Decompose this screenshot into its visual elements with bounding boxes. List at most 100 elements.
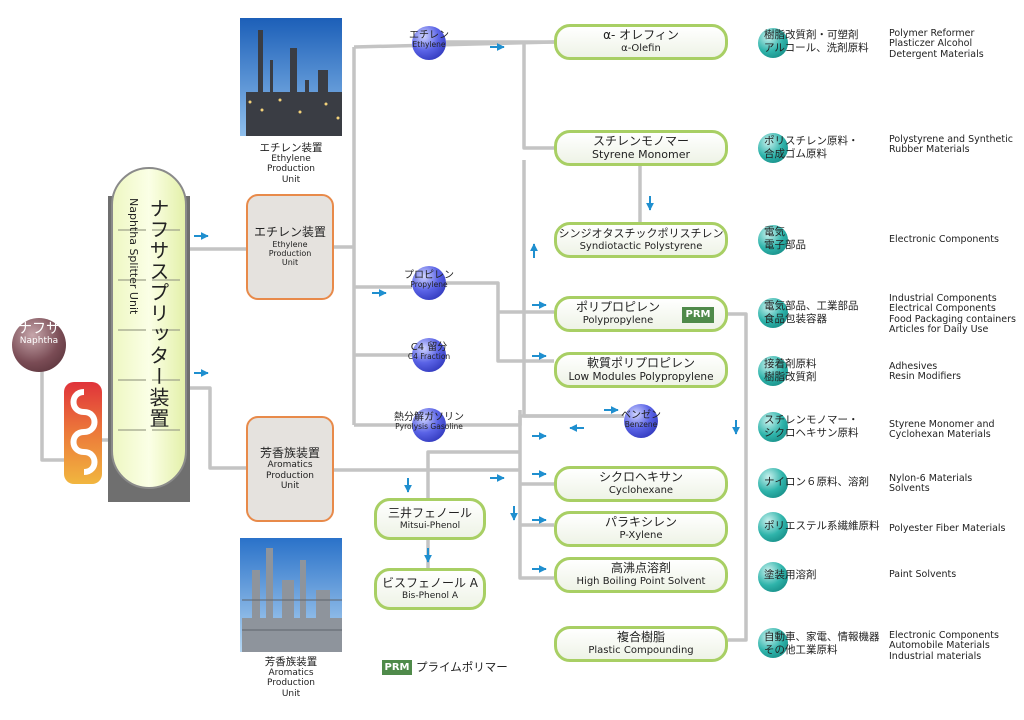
use-marker [758, 28, 788, 58]
product-sps: シンジオタスチックポリスチレン Syndiotactic Polystyrene [554, 222, 728, 258]
pxylene-en: P-Xylene [619, 530, 663, 542]
photo-caption-ethylene-en2: Production [267, 164, 315, 175]
pp-en: Polypropylene [582, 315, 654, 327]
splitter-jp: ナフサスプリッター装置 [146, 198, 170, 429]
c4-label: C4 留分 C4 Fraction [396, 342, 462, 361]
pyrolysis-en: Pyrolysis Gasoline [395, 422, 463, 431]
photo-caption-ethylene: エチレン装置 Ethylene Production Unit [240, 142, 342, 185]
product-styrene: スチレンモノマー Styrene Monomer [554, 130, 728, 166]
use-jp-1: 樹脂改質剤・可塑剤 アルコール、洗剤原料 [764, 29, 869, 55]
use-jp-3: 電気 電子部品 [764, 226, 806, 252]
product-polypropylene: ポリプロピレン Polypropylene [554, 296, 728, 332]
ethylene-unit-en1: Ethylene [272, 240, 308, 250]
product-lmpp: 軟質ポリプロピレン Low Modules Polypropylene [554, 352, 728, 388]
use-jp-4: 電気部品、工業部品 食品包装容器 [764, 300, 859, 326]
use-marker [758, 468, 788, 498]
use-en-9: Paint Solvents [889, 569, 957, 580]
naphtha-ball [12, 318, 66, 372]
use-en-10: Electronic Components Automobile Materia… [889, 630, 999, 662]
use-jp-7: ナイロン６原料、溶剤 [764, 476, 869, 488]
pxylene-jp: パラキシレン [604, 515, 677, 530]
propylene-en: Propylene [410, 280, 448, 289]
aromatics-unit: 芳香族装置 Aromatics Production Unit [246, 416, 334, 522]
product-compounding: 複合樹脂 Plastic Compounding [554, 626, 728, 662]
cyclohexane-jp: シクロヘキサン [598, 470, 683, 485]
splitter-en: Naphtha Splitter Unit [127, 198, 140, 315]
ethylene-ball [412, 26, 446, 60]
use-en-5: Adhesives Resin Modifiers [889, 361, 962, 383]
ethylene-jp: エチレン [409, 30, 449, 41]
use-jp-9: 塗装用溶剤 [764, 569, 817, 581]
ethylene-unit-en3: Unit [281, 258, 299, 268]
use-en-4: Industrial Components Electrical Compone… [889, 293, 1017, 336]
photo-caption-aromatics-jp: 芳香族装置 [264, 656, 318, 668]
hbs-jp: 高沸点溶剤 [610, 561, 671, 576]
naphtha-en: Naphtha [19, 336, 59, 347]
phenol-jp: 三井フェノール [387, 505, 472, 520]
lmpp-jp: 軟質ポリプロピレン [586, 356, 695, 371]
prm-legend-text: プライムポリマー [416, 660, 508, 674]
use-en-7: Nylon-6 Materials Solvents [889, 473, 973, 495]
ethylene-label: エチレン Ethylene [396, 30, 462, 49]
use-en-3: Electronic Components [889, 234, 999, 245]
naphtha-jp: ナフサ [18, 321, 60, 337]
hbs-en: High Boiling Point Solvent [576, 576, 706, 588]
prm-badge: PRM [682, 307, 714, 323]
pipe-lines [40, 40, 748, 642]
use-marker [758, 298, 788, 328]
phenol-en: Mitsui-Phenol [399, 520, 461, 531]
use-jp-10: 自動車、家電、情報機器 その他工業原料 [764, 631, 880, 657]
use-jp-2: ポリスチレン原料・ 合成ゴム原料 [764, 135, 859, 161]
sps-en: Syndiotactic Polystyrene [579, 240, 703, 252]
benzene-label: ベンゼン Benzene [608, 410, 674, 429]
photo-caption-ethylene-jp: エチレン装置 [259, 142, 323, 154]
use-jp-8: ポリエステル系繊維原料 [764, 520, 880, 532]
product-hbs: 高沸点溶剤 High Boiling Point Solvent [554, 557, 728, 593]
aromatics-unit-jp: 芳香族装置 [259, 445, 320, 460]
heater-coil [64, 382, 102, 484]
olefin-jp: α- オレフィン [603, 28, 679, 43]
photo-caption-aromatics-en3: Unit [281, 688, 301, 699]
use-marker [758, 628, 788, 658]
product-bpa: ビスフェノール A Bis-Phenol A [374, 568, 486, 610]
prm-legend-badge: PRM [382, 660, 412, 675]
c4-ball [412, 338, 446, 372]
use-marker [758, 512, 788, 542]
pyrolysis-jp: 熱分解ガソリン [394, 412, 464, 423]
use-jp-5: 接着剤原料 樹脂改質剤 [764, 358, 817, 384]
benzene-jp: ベンゼン [621, 410, 661, 421]
c4-en: C4 Fraction [407, 352, 451, 361]
photo-caption-aromatics-en1: Aromatics [268, 668, 314, 679]
cyclohexane-en: Cyclohexane [608, 485, 674, 497]
styrene-en: Styrene Monomer [591, 147, 691, 161]
benzene-en: Benzene [624, 420, 658, 429]
photo-caption-aromatics: 芳香族装置 Aromatics Production Unit [240, 656, 342, 699]
aromatics-unit-en1: Aromatics [267, 460, 313, 471]
ethylene-unit: エチレン装置 Ethylene Production Unit [246, 194, 334, 300]
pyrolysis-ball [412, 408, 446, 442]
use-marker [758, 562, 788, 592]
product-pxylene: パラキシレン P-Xylene [554, 511, 728, 547]
product-cyclohexane: シクロヘキサン Cyclohexane [554, 466, 728, 502]
ethylene-unit-jp: エチレン装置 [253, 225, 326, 240]
ethylene-en: Ethylene [412, 40, 446, 49]
use-marker [758, 225, 788, 255]
use-en-6: Styrene Monomer and Cyclohexan Materials [889, 419, 995, 441]
aromatics-plant-photo [240, 538, 342, 652]
use-marker [758, 133, 788, 163]
ethylene-unit-en2: Production [268, 249, 312, 259]
product-olefin: α- オレフィン α-Olefin [554, 24, 728, 60]
aromatics-unit-en2: Production [266, 470, 314, 481]
photo-caption-aromatics-en2: Production [267, 678, 315, 689]
compounding-jp: 複合樹脂 [616, 630, 665, 645]
pyrolysis-label: 熱分解ガソリン Pyrolysis Gasoline [380, 412, 478, 431]
pp-jp: ポリプロピレン [575, 300, 660, 315]
c4-jp: C4 留分 [410, 342, 448, 353]
use-jp-6: スチレンモノマー・ シクロヘキサン原料 [764, 414, 859, 440]
bpa-jp: ビスフェノール A [381, 575, 479, 590]
sps-jp: シンジオタスチックポリスチレン [558, 226, 724, 240]
propylene-label: プロピレン Propylene [396, 270, 462, 289]
propylene-ball [412, 266, 446, 300]
splitter-label: ナフサスプリッター装置 Naphtha Splitter Unit [125, 198, 175, 468]
